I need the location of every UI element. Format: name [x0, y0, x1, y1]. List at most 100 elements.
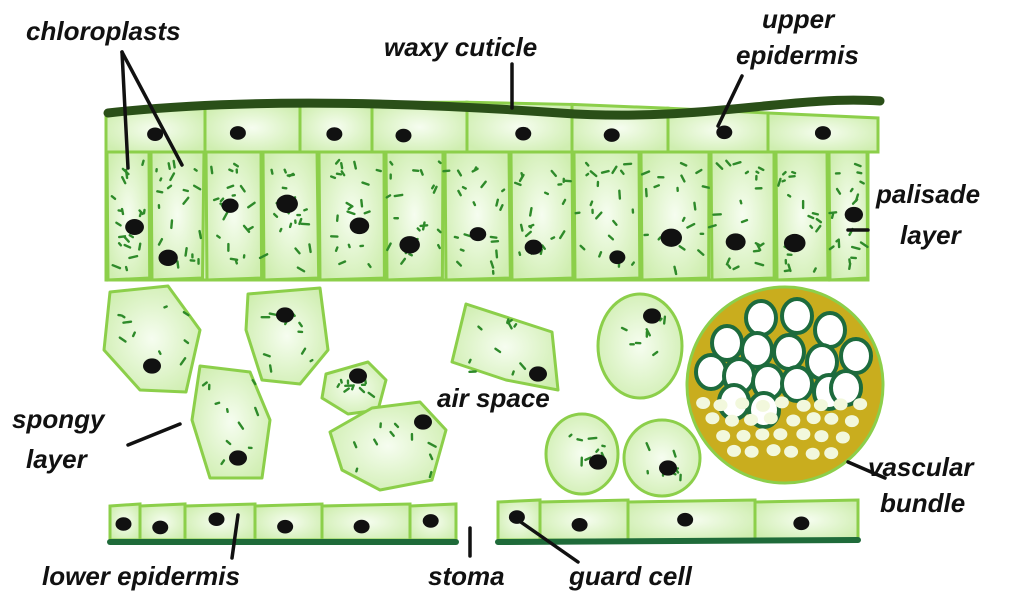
palisade-cell	[386, 150, 443, 280]
cell-wall	[776, 150, 828, 280]
chloroplast	[361, 200, 362, 206]
chloroplast	[369, 264, 371, 267]
chloroplast	[304, 209, 306, 210]
spongy-cell	[452, 304, 558, 390]
chloroplast	[570, 435, 572, 437]
spongy-cell	[546, 414, 618, 494]
chloroplast	[236, 261, 237, 264]
chloroplast	[788, 195, 790, 196]
nucleus	[659, 460, 677, 475]
chloroplast	[576, 213, 580, 214]
nucleus	[589, 454, 607, 469]
chloroplast	[519, 253, 520, 255]
vascular-bundle	[687, 287, 883, 483]
chloroplast	[311, 360, 313, 361]
chloroplast	[664, 317, 665, 324]
phloem-cell	[736, 430, 750, 442]
palisade-cell	[574, 150, 640, 280]
nucleus	[423, 514, 439, 528]
chloroplast	[272, 170, 273, 174]
palisade-cell	[151, 150, 204, 280]
chloroplast	[211, 167, 212, 173]
nucleus	[209, 512, 225, 526]
chloroplast	[837, 240, 839, 241]
chloroplast	[502, 190, 504, 191]
chloroplast	[632, 263, 634, 265]
chloroplast	[157, 191, 162, 192]
chloroplast	[857, 172, 861, 173]
phloem-cell	[744, 414, 758, 426]
nucleus	[529, 366, 547, 381]
phloem-cell	[824, 447, 838, 459]
chloroplast	[221, 199, 223, 202]
chloroplast	[830, 212, 837, 213]
chloroplast	[174, 161, 175, 167]
xylem-vessel	[746, 301, 776, 335]
chloroplast	[455, 237, 458, 238]
phloem-cell	[716, 430, 730, 442]
label-upper-epidermis-line2: epidermis	[736, 40, 859, 70]
upper-epidermis-cell	[768, 113, 878, 152]
chloroplast	[331, 176, 335, 177]
phloem-cell	[725, 415, 739, 427]
upper-epidermis-cell	[205, 104, 300, 152]
chloroplast	[810, 226, 812, 228]
chloroplast	[530, 225, 534, 227]
label-air-space: air space	[437, 383, 550, 413]
label-lower-epidermis: lower epidermis	[42, 561, 240, 591]
chloroplast	[783, 172, 785, 174]
nucleus	[116, 517, 132, 531]
lower-epidermis-cell	[255, 504, 322, 540]
chloroplast	[619, 191, 620, 199]
cell-wall	[246, 288, 328, 384]
chloroplast	[280, 229, 281, 231]
palisade-cell	[511, 150, 573, 280]
upper-epidermis-cell	[300, 102, 372, 152]
chloroplast	[387, 195, 390, 197]
chloroplast	[832, 214, 833, 218]
nucleus	[125, 219, 144, 235]
chloroplast	[126, 267, 127, 270]
phloem-cell	[797, 400, 811, 412]
chloroplast	[338, 384, 339, 387]
phloem-cell	[756, 400, 770, 412]
chloroplast	[599, 252, 601, 256]
chloroplast	[285, 170, 286, 173]
palisade-cell	[443, 150, 510, 280]
phloem-cell	[806, 448, 820, 460]
xylem-vessel	[774, 335, 804, 369]
nucleus	[158, 250, 177, 266]
chloroplast	[270, 314, 277, 315]
chloroplast	[756, 243, 759, 244]
spongy-cell	[192, 366, 270, 478]
chloroplast	[432, 186, 434, 189]
chloroplast	[177, 262, 178, 268]
chloroplast	[677, 471, 678, 473]
spongy-cell	[624, 420, 700, 496]
phloem-cell	[713, 399, 727, 411]
xylem-vessel	[696, 355, 726, 389]
nucleus	[604, 128, 620, 142]
chloroplast	[522, 173, 523, 176]
phloem-cell	[784, 446, 798, 458]
nucleus	[354, 520, 370, 534]
chloroplast	[596, 450, 598, 452]
chloroplast	[624, 164, 631, 165]
chloroplast	[474, 202, 475, 205]
chloroplast	[119, 243, 121, 245]
chloroplast	[169, 163, 170, 169]
chloroplast	[142, 161, 143, 165]
chloroplast	[430, 472, 431, 477]
chloroplast	[171, 220, 172, 227]
chloroplast	[423, 223, 424, 230]
nucleus	[677, 513, 693, 527]
chloroplast	[814, 268, 816, 271]
chloroplast	[564, 181, 571, 182]
nucleus	[609, 250, 625, 264]
palisade-cell	[829, 150, 868, 280]
chloroplast	[186, 248, 187, 255]
lower-epidermis-cell	[540, 500, 628, 540]
palisade-cell	[206, 150, 262, 280]
palisade-cell	[260, 150, 319, 280]
